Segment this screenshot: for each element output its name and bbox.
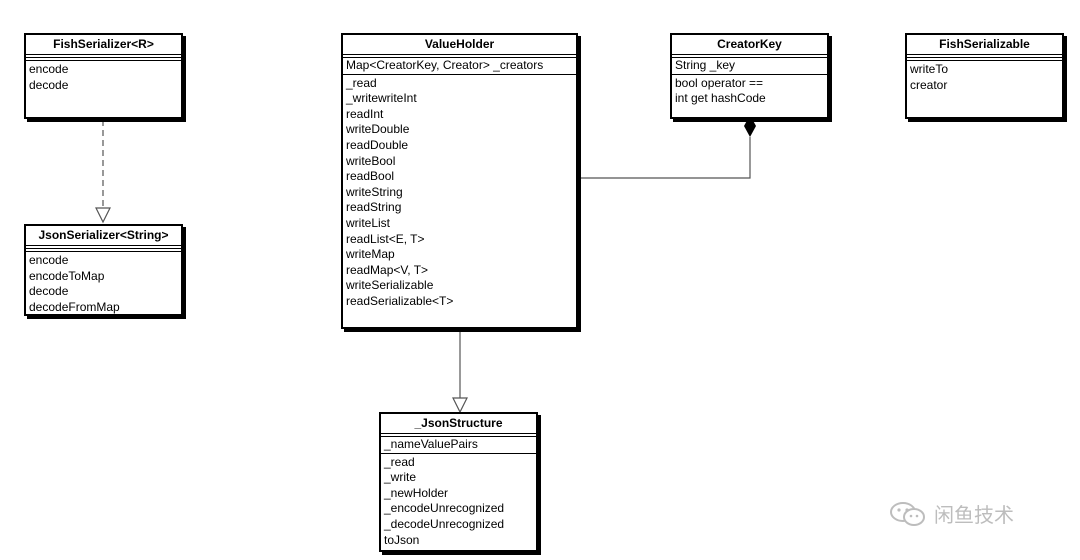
method-row: toJson <box>384 532 420 547</box>
method-row: _newHolder <box>384 485 449 500</box>
method-row: readInt <box>346 106 384 121</box>
class-fish-serializable: FishSerializable writeTo creator <box>905 33 1064 119</box>
method-row: readDouble <box>346 137 409 152</box>
class-json-structure: _JsonStructure _nameValuePairs _read _wr… <box>379 412 538 552</box>
method-row: _encodeUnrecognized <box>384 501 505 516</box>
method-row: readBool <box>346 169 395 184</box>
method-row: encode <box>29 253 69 267</box>
method-row: _read <box>384 454 415 469</box>
class-name: JsonSerializer<String> <box>26 226 181 246</box>
method-row: writeSerializable <box>346 278 434 293</box>
class-name: ValueHolder <box>343 35 576 55</box>
class-fields <box>26 57 181 61</box>
class-name: CreatorKey <box>672 35 827 55</box>
class-methods: bool operator == int get hashCode <box>672 75 827 109</box>
method-row: decode <box>29 284 69 299</box>
method-row: readMap<V, T> <box>346 262 429 277</box>
method-row: encode <box>29 62 69 76</box>
method-row: _decodeUnrecognized <box>384 516 505 531</box>
realization-arrowhead <box>95 207 111 224</box>
method-row: readSerializable<T> <box>346 293 454 308</box>
watermark-text: 闲鱼技术 <box>934 503 1014 527</box>
class-fish-serializer: FishSerializer<R> encode decode <box>24 33 183 119</box>
method-row: encodeToMap <box>29 268 105 283</box>
class-fields: _nameValuePairs <box>381 436 536 454</box>
method-row: creator <box>910 77 948 92</box>
method-row: writeTo <box>910 62 949 76</box>
field-row: _nameValuePairs <box>384 437 478 451</box>
method-row: _read <box>346 75 377 90</box>
class-fields <box>26 248 181 252</box>
field-row: Map<CreatorKey, Creator> _creators <box>346 58 544 72</box>
composition-connector <box>578 137 751 179</box>
generalization-arrowhead <box>452 397 468 414</box>
class-name: FishSerializable <box>907 35 1062 55</box>
class-name: _JsonStructure <box>381 414 536 434</box>
method-row: int get hashCode <box>675 91 766 106</box>
method-row: writeBool <box>346 153 396 168</box>
composition-diamond <box>744 115 756 137</box>
method-row: bool operator == <box>675 75 764 90</box>
watermark: 闲鱼技术 <box>888 499 1014 528</box>
method-row: decodeFromMap <box>29 299 120 314</box>
class-methods: _read _write _newHolder _encodeUnrecogni… <box>381 454 536 551</box>
method-row: decode <box>29 77 69 92</box>
method-row: writeList <box>346 215 391 230</box>
method-row: writeString <box>346 184 403 199</box>
class-value-holder: ValueHolder Map<CreatorKey, Creator> _cr… <box>341 33 578 329</box>
class-fields: String _key <box>672 57 827 75</box>
method-row: writeDouble <box>346 122 410 137</box>
method-row: readString <box>346 200 402 215</box>
wechat-icon <box>890 501 925 526</box>
method-row: _write <box>384 470 417 485</box>
class-methods: _read _writewriteInt readInt writeDouble… <box>343 75 576 312</box>
class-creator-key: CreatorKey String _key bool operator == … <box>670 33 829 119</box>
class-methods: encode encodeToMap decode decodeFromMap <box>26 252 181 317</box>
method-row: readList<E, T> <box>346 231 425 246</box>
class-name: FishSerializer<R> <box>26 35 181 55</box>
class-fields: Map<CreatorKey, Creator> _creators <box>343 57 576 75</box>
class-methods: encode decode <box>26 61 181 95</box>
class-json-serializer: JsonSerializer<String> encode encodeToMa… <box>24 224 183 316</box>
method-row: _writewriteInt <box>346 91 417 106</box>
method-row: writeMap <box>346 247 395 262</box>
field-row: String _key <box>675 58 736 72</box>
class-fields <box>907 57 1062 61</box>
class-methods: writeTo creator <box>907 61 1062 95</box>
